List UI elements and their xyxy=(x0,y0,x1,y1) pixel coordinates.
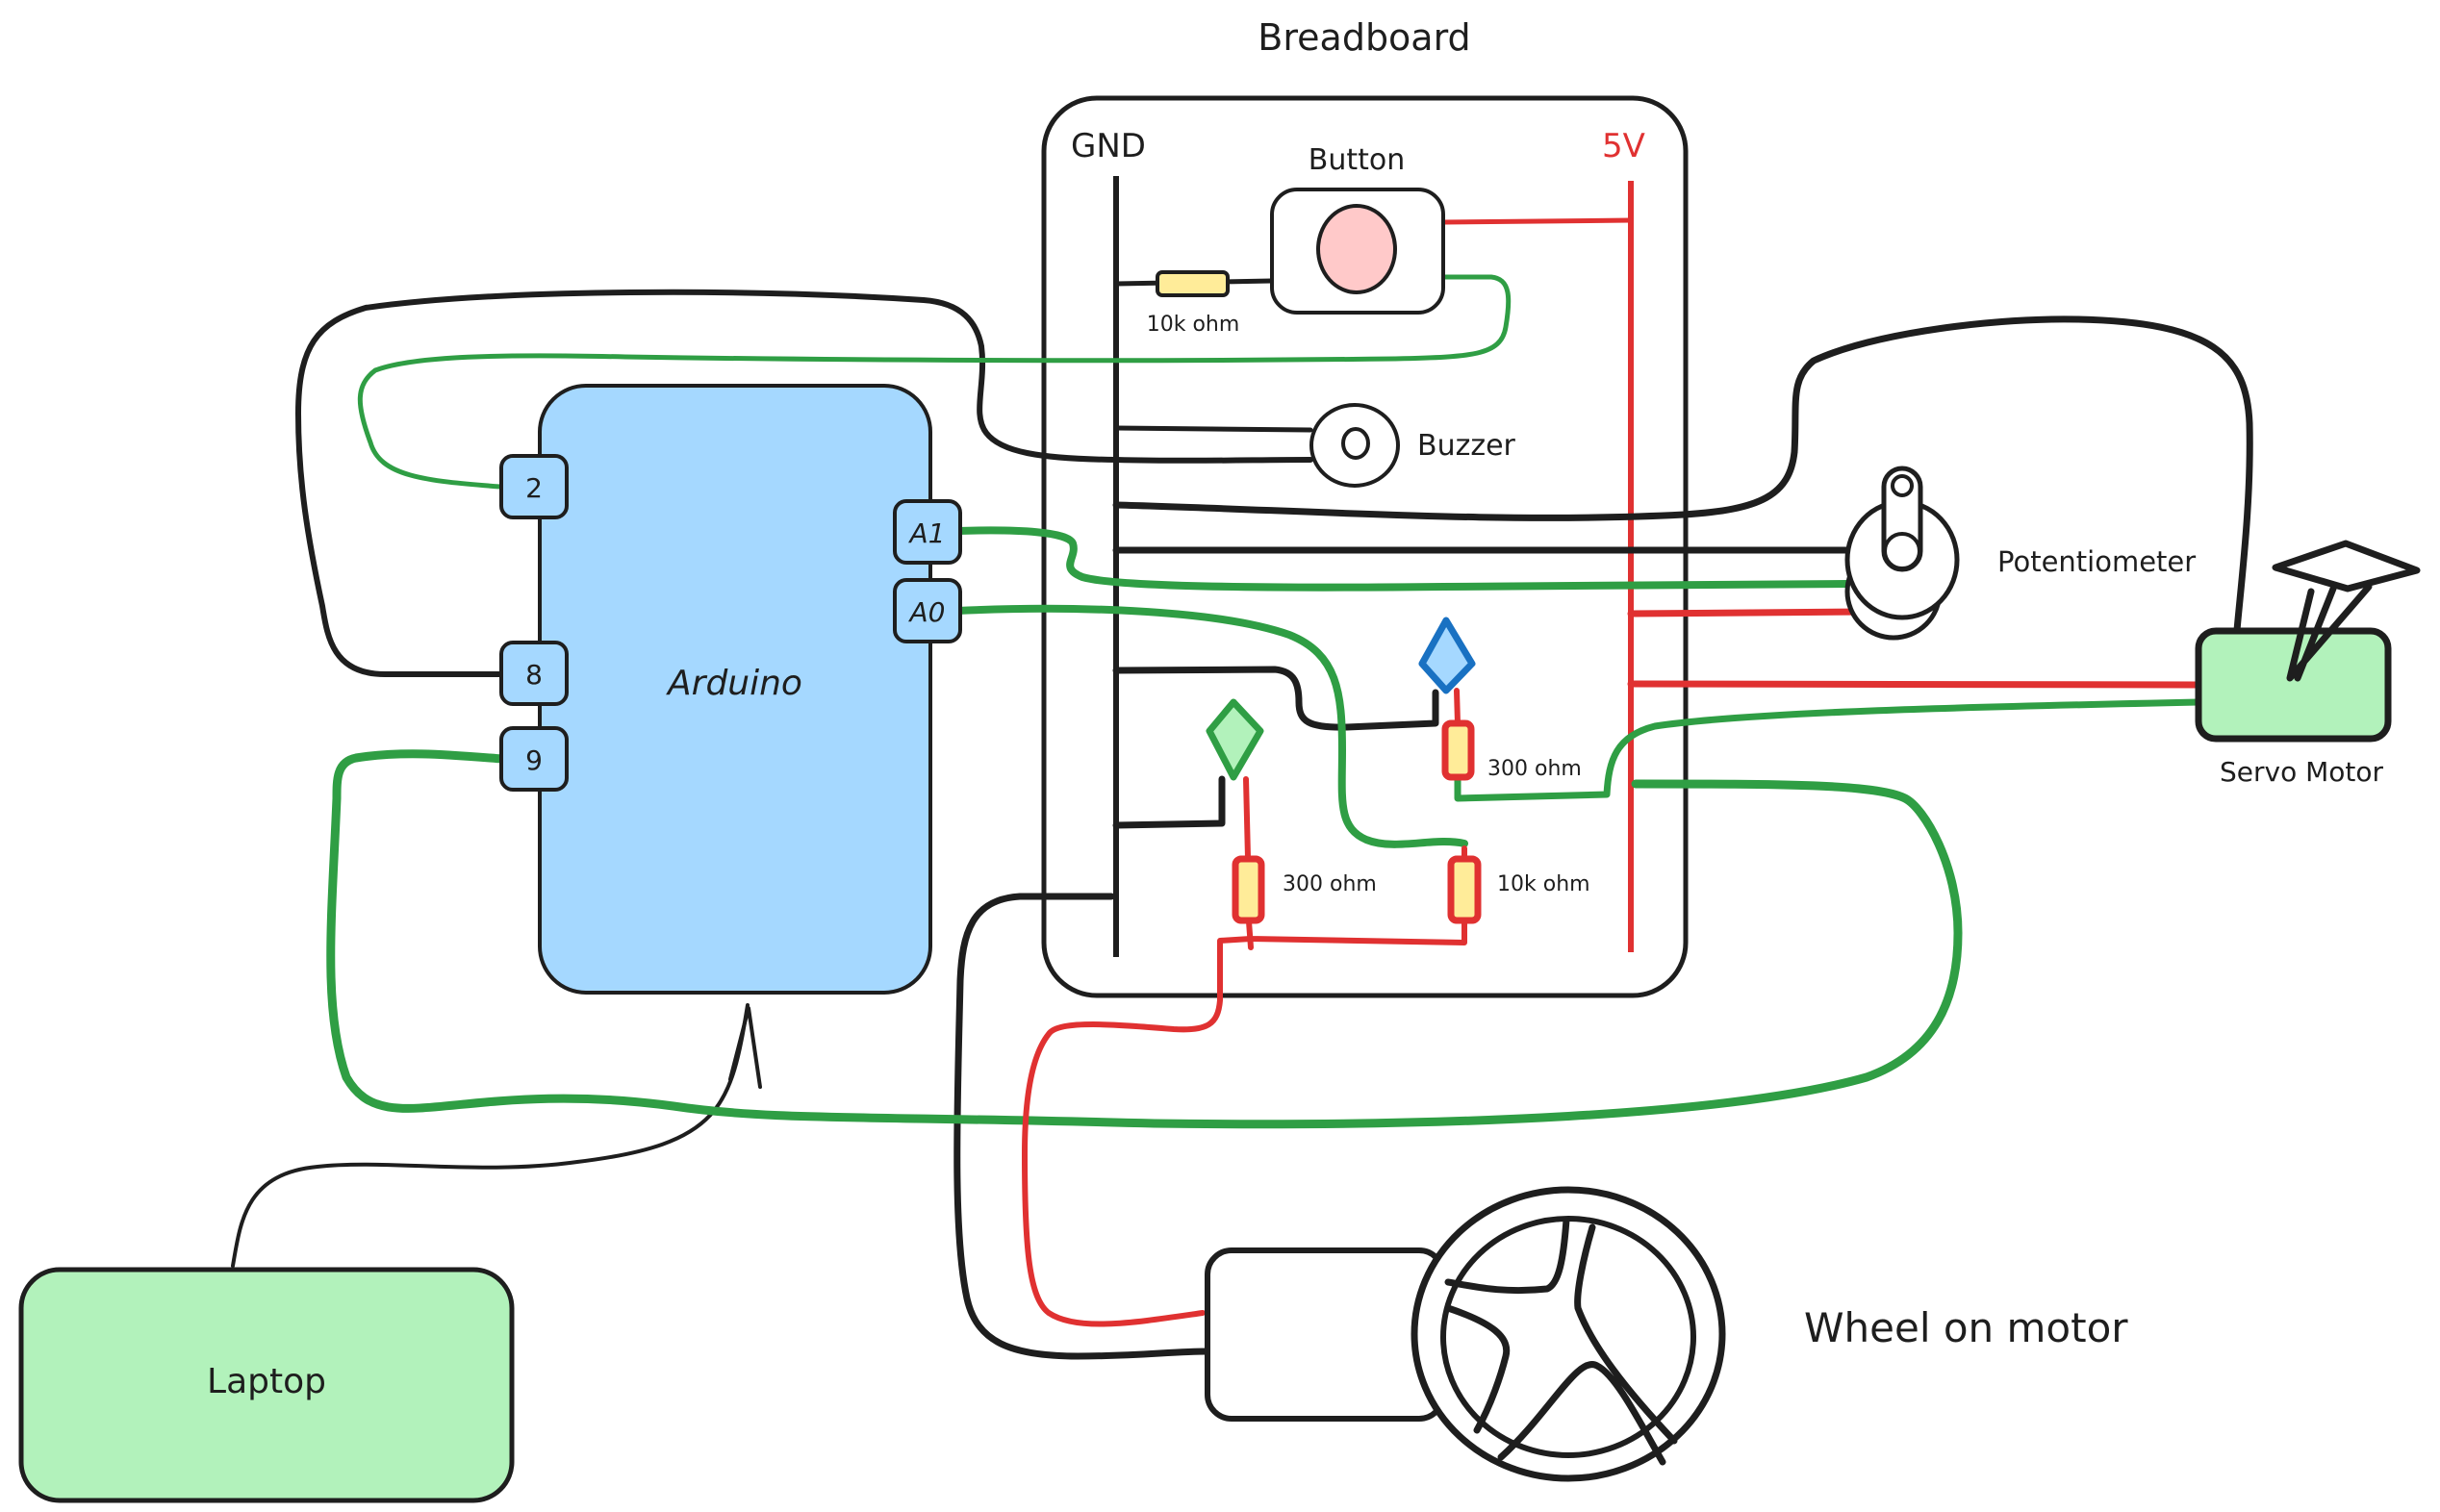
pin-8-label: 8 xyxy=(525,659,543,691)
wire-gnd-servo xyxy=(1112,315,2253,634)
resistor-green-led-label: 300 ohm xyxy=(1283,872,1377,896)
wire-buzzer-gnd xyxy=(1113,425,1313,433)
resistor-body xyxy=(1232,855,1265,924)
buzzer-label: Buzzer xyxy=(1417,429,1516,463)
pin-a1-label: A1 xyxy=(908,517,946,549)
servo-motor[interactable]: Servo Motor xyxy=(2195,540,2421,788)
wire-blue-led-servo xyxy=(1454,698,2202,802)
blue-led-icon xyxy=(1418,617,1476,694)
pin-a0-label: A0 xyxy=(908,596,946,628)
buzzer-body-icon xyxy=(1309,403,1400,488)
wire-pin2-button xyxy=(357,274,1512,490)
green-led-icon xyxy=(1206,698,1264,781)
wire-pin9-motor xyxy=(326,749,1963,1129)
pin-9[interactable]: 9 xyxy=(499,726,569,792)
resistor-body xyxy=(1156,270,1230,297)
buzzer-center-icon xyxy=(1341,427,1370,460)
button-label: Button xyxy=(1309,143,1406,177)
motor-body xyxy=(1205,1247,1446,1422)
button-cap-icon xyxy=(1316,204,1397,294)
wire-gnd-blue-led xyxy=(1112,666,1439,731)
wire-laptop-arduino xyxy=(231,1003,750,1268)
vcc-label: 5V xyxy=(1602,127,1645,165)
wire-vcc-servo xyxy=(1627,680,2202,689)
wires xyxy=(231,217,2253,1360)
resistor-body xyxy=(1441,719,1475,781)
wire-gnd-motor xyxy=(953,893,1211,1360)
laptop-label: Laptop xyxy=(207,1362,326,1401)
servo-horn-icon xyxy=(2272,540,2421,592)
wheel-spokes-icon xyxy=(1444,1216,1678,1466)
servo-arm-icon xyxy=(2286,583,2373,682)
resistor-blue-led: 300 ohm xyxy=(1441,719,1582,781)
push-button[interactable]: Button xyxy=(1270,143,1445,315)
pin-8[interactable]: 8 xyxy=(499,641,569,706)
resistor-body xyxy=(1447,855,1482,924)
wire-a1-pot xyxy=(953,526,1851,592)
resistor-divider: 10k ohm xyxy=(1447,855,1590,924)
potentiometer[interactable]: Potentiometer xyxy=(1844,466,2196,641)
pin-2[interactable]: 2 xyxy=(499,454,569,519)
wire-green-led-res xyxy=(1243,776,1251,861)
servo-label: Servo Motor xyxy=(2220,756,2384,788)
laptop[interactable]: Laptop xyxy=(18,1267,515,1503)
resistor-blue-led-label: 300 ohm xyxy=(1487,757,1582,781)
wire-gnd-green-led xyxy=(1112,775,1226,829)
pin-9-label: 9 xyxy=(525,744,543,776)
pin-a0[interactable]: A0 xyxy=(893,578,962,643)
green-led[interactable] xyxy=(1206,698,1264,781)
wire-blue-led-res xyxy=(1454,688,1461,726)
resistor-divider-label: 10k ohm xyxy=(1497,872,1590,896)
wire-pin8-buzzer xyxy=(295,289,1313,677)
potentiometer-label: Potentiometer xyxy=(1997,545,2196,578)
resistor-button-label: 10k ohm xyxy=(1147,313,1240,337)
wheel-motor[interactable]: Wheel on motor xyxy=(1205,1186,2128,1482)
arduino: Arduino 2 8 9 A1 A0 xyxy=(499,384,962,995)
wire-vcc-button xyxy=(1440,217,1634,225)
arduino-label: Arduino xyxy=(666,664,802,703)
buzzer[interactable]: Buzzer xyxy=(1309,403,1516,488)
gnd-label: GND xyxy=(1071,127,1146,165)
wheel-label: Wheel on motor xyxy=(1804,1304,2128,1351)
wire-a0-divider xyxy=(953,604,1468,848)
resistor-button-pulldown: 10k ohm xyxy=(1115,270,1273,337)
pin-2-label: 2 xyxy=(525,472,543,504)
resistor-green-led: 300 ohm xyxy=(1232,855,1377,924)
laptop-box xyxy=(18,1267,515,1503)
servo-body xyxy=(2195,627,2392,743)
arrow-head-icon xyxy=(728,1006,762,1089)
blue-led[interactable] xyxy=(1418,617,1476,694)
breadboard-title: Breadboard xyxy=(1258,16,1470,59)
pin-a1[interactable]: A1 xyxy=(893,499,962,565)
wire-vcc-pot xyxy=(1627,608,1870,617)
